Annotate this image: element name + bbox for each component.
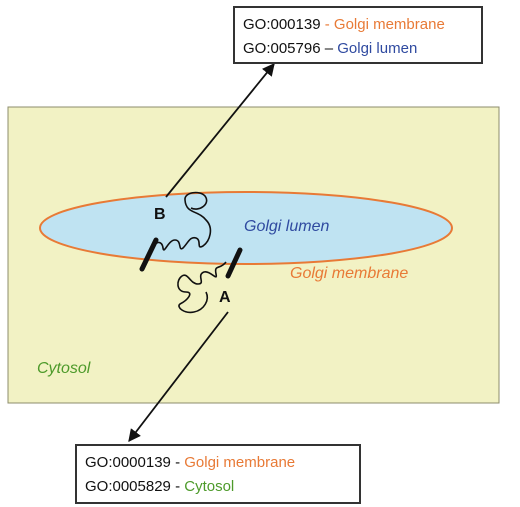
point-b-label: B bbox=[154, 206, 166, 223]
golgi-membrane-label: Golgi membrane bbox=[290, 265, 409, 282]
go-term: Golgi membrane bbox=[333, 16, 445, 33]
point-a-label: A bbox=[219, 289, 231, 306]
annotation-box-a: GO:0000139 - Golgi membrane GO:0005829 -… bbox=[75, 444, 361, 504]
box-b-row-2: GO:005796 – Golgi lumen bbox=[243, 37, 473, 61]
golgi-lumen-label: Golgi lumen bbox=[244, 218, 330, 235]
golgi-lumen-ellipse bbox=[39, 191, 453, 265]
go-id: GO:005796 bbox=[243, 40, 321, 57]
go-term: Golgi lumen bbox=[337, 40, 418, 57]
protein-b-coil bbox=[149, 191, 212, 253]
separator: - bbox=[320, 16, 334, 33]
go-term: Golgi membrane bbox=[184, 454, 296, 471]
arrow-a-to-box bbox=[128, 311, 229, 442]
protein-a-anchor bbox=[225, 247, 243, 279]
box-a-row-2: GO:0005829 - Cytosol bbox=[85, 475, 351, 499]
box-b-row-1: GO:000139 - Golgi membrane bbox=[243, 13, 473, 37]
separator: - bbox=[170, 454, 185, 471]
separator: - bbox=[170, 478, 185, 495]
go-id: GO:0005829 bbox=[85, 478, 171, 495]
cytosol-label: Cytosol bbox=[37, 360, 91, 377]
go-term: Cytosol bbox=[184, 478, 235, 495]
protein-a-coil bbox=[177, 261, 227, 314]
box-a-row-1: GO:0000139 - Golgi membrane bbox=[85, 451, 351, 475]
annotation-box-b: GO:000139 - Golgi membrane GO:005796 – G… bbox=[233, 6, 483, 64]
go-id: GO:000139 bbox=[243, 16, 321, 33]
go-id: GO:0000139 bbox=[85, 454, 171, 471]
protein-b-anchor bbox=[139, 237, 159, 272]
arrow-b-to-box bbox=[165, 63, 275, 198]
separator: – bbox=[320, 40, 338, 57]
